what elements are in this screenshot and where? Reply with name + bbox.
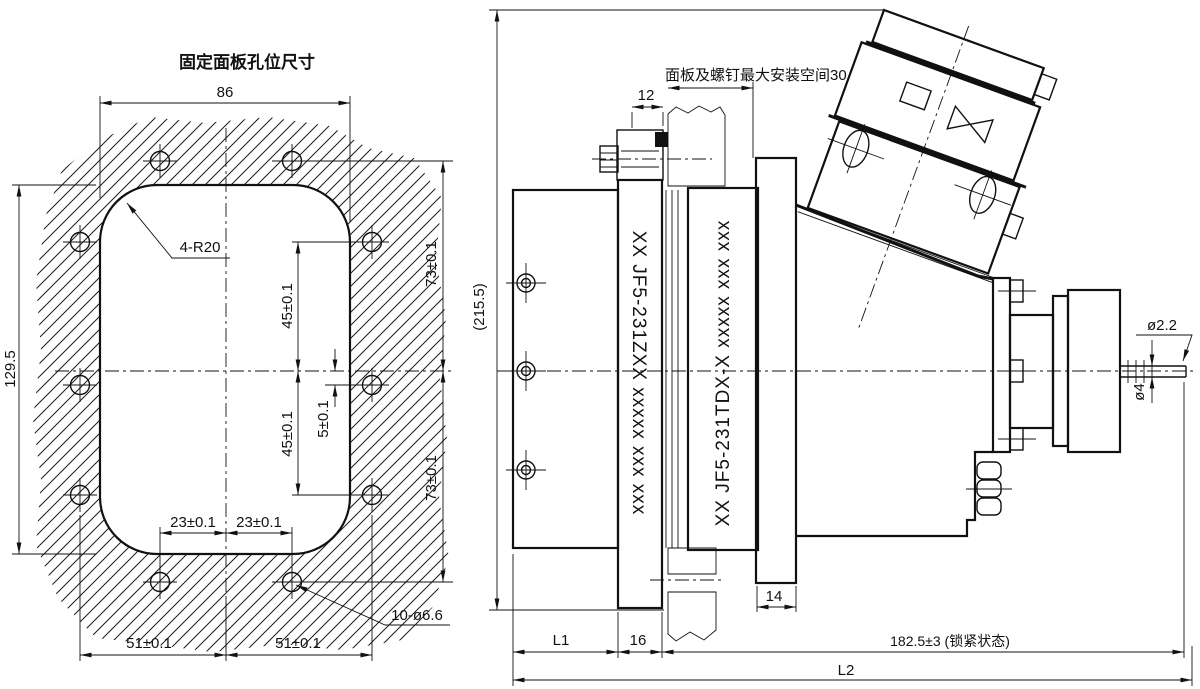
dim-23-pair: 23±0.1 23±0.1 (159, 514, 293, 570)
dim-label: 23±0.1 (236, 514, 282, 531)
dim-corner-radius: 4-R20 (126, 202, 230, 259)
dim-label: 面板及螺钉最大安装空间30 (665, 66, 847, 84)
cable-clamp-symbol (946, 104, 995, 144)
plate-screw-targets (506, 263, 546, 490)
backshell-axis (858, 25, 970, 329)
screw (998, 427, 1036, 451)
panel-wall-bottom-1 (667, 547, 717, 575)
mounting-hole (143, 565, 177, 599)
dim-label: 23±0.1 (170, 514, 216, 531)
left-view-title: 固定面板孔位尺寸 (179, 52, 315, 72)
lock-seal (655, 132, 668, 147)
dim-label-l2: L2 (838, 662, 855, 679)
backshell-head-tab (1033, 72, 1058, 101)
receptacle-plate (511, 188, 620, 550)
mounting-hole (63, 478, 97, 512)
dim-label: 4-R20 (180, 239, 221, 256)
mounting-hole (143, 144, 177, 178)
dim-45-upper: 45±0.1 (279, 241, 356, 371)
angled-backshell (797, 8, 1058, 329)
plug-barrel-lines (665, 190, 679, 548)
dim-pin-diameter: ø2.2 (1136, 317, 1193, 362)
dim-width-86: 86 (99, 84, 351, 222)
backshell-screw (954, 170, 1012, 220)
dim-install-space: 面板及螺钉最大安装空间30 (665, 66, 847, 158)
dim-label-16: 16 (630, 632, 647, 649)
dim-73-upper: 73±0.1 (272, 160, 453, 371)
mounting-hole (355, 478, 389, 512)
screw-target (506, 263, 546, 303)
dim-label: ø4 (1131, 383, 1148, 401)
dim-label: 51±0.1 (126, 635, 172, 652)
rear-adapter (795, 203, 994, 538)
dim-label: ø2.2 (1147, 317, 1177, 334)
dim-5-offset: 5±0.1 (315, 349, 356, 438)
grounding-fingers (966, 461, 1012, 516)
mounting-hole (355, 225, 389, 259)
backshell-latch-tab (1001, 212, 1025, 240)
screw-target (506, 450, 546, 490)
dim-label: 14 (766, 588, 783, 605)
backshell-screw (827, 124, 885, 174)
dim-label-l1: L1 (553, 632, 570, 649)
dim-label: 86 (217, 84, 234, 101)
dim-45-lower: 45±0.1 (279, 371, 356, 496)
coupling-disc (754, 156, 798, 585)
plug-part-number: XX JF5-231TDX-X xxxxx xxx xxx (713, 220, 734, 527)
panel-cutout-view: 固定面板孔位尺寸 86 (2, 52, 455, 661)
screw (998, 279, 1036, 303)
dim-label-locked: 182.5±3 (锁紧状态) (890, 633, 1010, 649)
end-disc (1066, 288, 1122, 454)
screw-target (506, 351, 546, 391)
cutout-outline (98, 183, 352, 556)
connector-side-view: XX JF5-231ZXX xxxxx xxx xxx 12 面板及螺钉最大安装… (471, 8, 1197, 686)
dim-73-lower: 73±0.1 (272, 371, 453, 583)
panel-wall-top (667, 105, 726, 187)
mounting-hole (355, 368, 389, 402)
receptacle-part-number: XX JF5-231ZXX xxxxx xxx xxx (628, 231, 649, 516)
rear-cylinder (1008, 313, 1055, 430)
dim-label: (215.5) (471, 283, 488, 331)
dim-label: 10-ø6.6 (391, 607, 443, 624)
dim-label: 12 (638, 87, 655, 104)
panel-wall-bottom-2 (667, 591, 717, 642)
dim-bottom-chain: L1 16 182.5±3 (锁紧状态) L2 (512, 382, 1193, 686)
dim-holes-leader: 10-ø6.6 (295, 584, 450, 626)
dim-label: 45±0.1 (279, 283, 296, 329)
mounting-hole (63, 368, 97, 402)
guide-pin (1120, 360, 1187, 383)
dim-shaft-diameter: ø4 (1131, 340, 1155, 403)
screw (998, 359, 1036, 383)
dim-label: 45±0.1 (279, 411, 296, 457)
plug-body (686, 186, 760, 552)
backshell-boss (898, 81, 933, 111)
dim-height-129-5: 129.5 (2, 184, 96, 555)
dim-label: 129.5 (2, 350, 19, 388)
mounting-hole (63, 225, 97, 259)
panel-hatch (33, 117, 449, 652)
dim-51-pair: 51±0.1 51±0.1 (79, 515, 373, 661)
dim-label: 73±0.1 (423, 455, 440, 501)
dim-overall-height: (215.5) (471, 9, 884, 611)
dim-12: 12 (631, 87, 664, 128)
dim-label: 51±0.1 (275, 635, 321, 652)
bulkhead-screws (998, 279, 1036, 451)
dim-14: 14 (756, 586, 797, 612)
dim-label: 5±0.1 (315, 400, 332, 437)
dim-label: 73±0.1 (423, 241, 440, 287)
jam-nut (592, 129, 712, 181)
rear-bulkhead (991, 276, 1012, 454)
backshell-block-upper (833, 40, 1042, 182)
